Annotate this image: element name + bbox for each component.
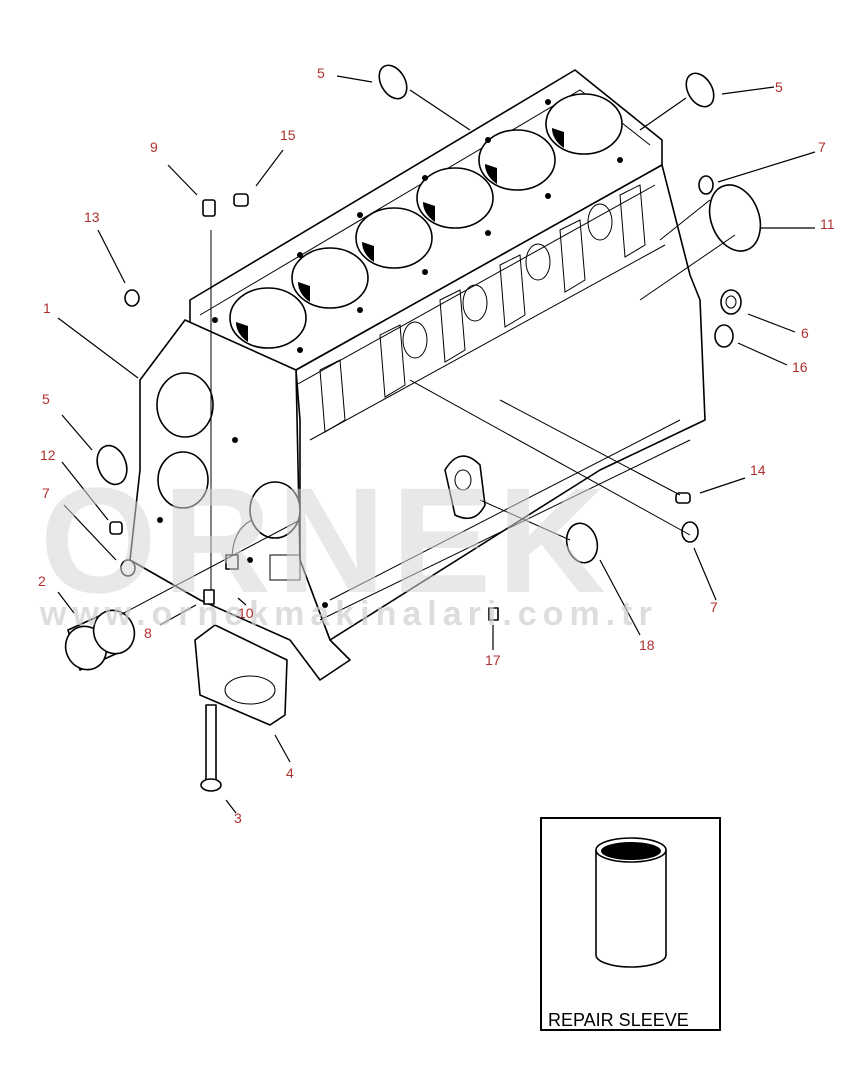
callout-6: 6 [801,325,809,341]
callout-9: 9 [150,139,158,155]
cap-bolt [200,704,222,792]
expansion-plug [96,444,128,486]
callout-1: 1 [43,300,51,316]
pipe-plug [681,521,699,543]
callout-10: 10 [238,605,254,621]
repair-sleeve-inset: REPAIR SLEEVE [540,817,721,1031]
pipe-plug [698,175,714,195]
callout-12: 12 [40,447,56,463]
expansion-plug [685,72,715,108]
dowel [202,199,216,217]
leader-lines [57,75,816,896]
expansion-plug [565,522,599,564]
callout-14: 14 [750,462,766,478]
bushing [64,609,136,671]
dowel-pin [675,492,691,504]
callout-16: 16 [792,359,808,375]
callout-7-top: 7 [818,139,826,155]
callout-5-front: 5 [42,391,50,407]
callout-11: 11 [820,216,835,232]
callout-8: 8 [144,625,152,641]
plug [109,521,123,535]
plug [124,289,140,307]
watermark: ORNEK www.ornekmakinalari.com.tr [39,456,658,633]
pipe-plug [120,559,136,577]
callout-2: 2 [38,573,46,589]
fitting [488,607,499,621]
dowel [233,193,249,207]
callout-13: 13 [84,209,100,225]
repair-sleeve [595,837,667,968]
callout-15: 15 [280,127,296,143]
callout-7-left: 7 [42,485,50,501]
o-ring [720,289,742,315]
callout-7-right: 7 [710,599,718,615]
plug [714,324,734,348]
main-bearing-cap [194,624,288,726]
stud [203,589,215,605]
cover-plate [708,184,762,252]
watermark-brand: ORNEK [40,456,612,624]
callout-3: 3 [234,810,242,826]
cylinder-block [129,69,706,681]
inset-title: REPAIR SLEEVE [548,1010,689,1030]
callout-18: 18 [639,637,655,653]
expansion-plug [378,64,408,100]
watermark-url: www.ornekmakinalari.com.tr [39,595,658,633]
callout-4: 4 [286,765,294,781]
callout-5-top-right: 5 [775,79,783,95]
callout-5-top-left: 5 [317,65,325,81]
callout-17: 17 [485,652,501,668]
